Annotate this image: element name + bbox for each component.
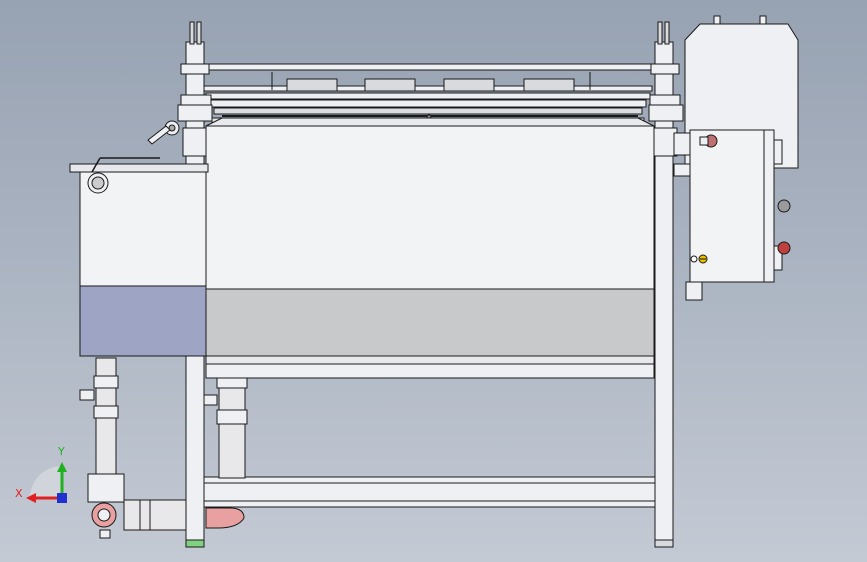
side-tank[interactable] bbox=[69, 157, 209, 357]
triad-y-label: Y bbox=[57, 445, 65, 458]
top-rail-assembly bbox=[203, 63, 653, 125]
control-buttons bbox=[690, 134, 791, 264]
center-drain-pipe bbox=[203, 377, 248, 529]
lower-frame bbox=[203, 476, 656, 508]
right-upright bbox=[648, 21, 684, 548]
orientation-triad[interactable]: Y X bbox=[15, 445, 67, 503]
triad-x-label: X bbox=[15, 487, 23, 500]
left-drain-pipe bbox=[79, 357, 187, 539]
main-tank[interactable] bbox=[205, 117, 655, 379]
